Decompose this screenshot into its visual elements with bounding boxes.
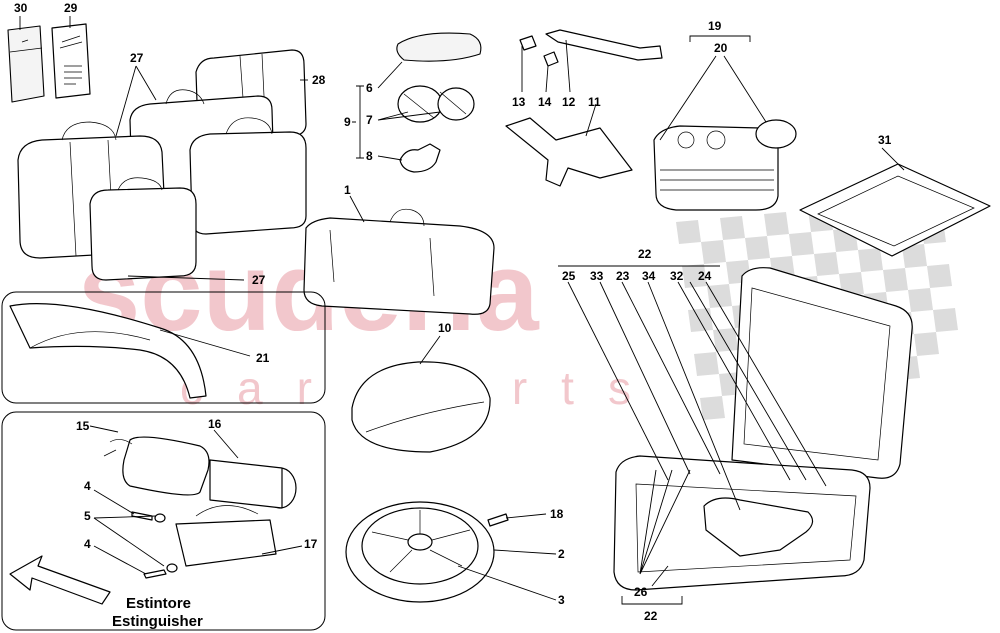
screw-4a: [131, 511, 153, 521]
label-30: 30: [14, 1, 28, 15]
luggage-set: [17, 49, 307, 281]
label-11: 11: [588, 95, 601, 109]
crank-12: [545, 29, 663, 61]
label-3: 3: [558, 593, 565, 607]
checker-square: [814, 252, 839, 276]
checker-square: [700, 396, 725, 420]
extinguisher-15: [103, 436, 210, 496]
glove-34: [703, 497, 814, 557]
checker-square: [883, 268, 908, 292]
checker-square: [682, 264, 707, 288]
label-27-top: 27: [130, 51, 144, 65]
checker-square: [694, 352, 719, 376]
label-19: 19: [708, 19, 722, 33]
holder-16: [209, 459, 297, 509]
checker-square: [713, 328, 738, 352]
label-6: 6: [366, 81, 373, 95]
extinguisher-panel: [1, 411, 326, 631]
checker-square: [902, 244, 927, 268]
extinguisher-caption: Estintore Estinguisher: [112, 595, 203, 630]
tray-31: [799, 163, 991, 257]
label-25: 25: [562, 269, 576, 283]
bracket-17: [175, 505, 277, 567]
checker-square: [764, 212, 789, 236]
checker-square: [914, 332, 939, 356]
label-34: 34: [642, 269, 656, 283]
valve-18: [487, 513, 509, 527]
tool-bag-1: [303, 208, 495, 315]
label-4-bottom: 4: [84, 537, 91, 551]
washer-5: [154, 513, 178, 573]
checker-square: [676, 220, 701, 244]
label-1: 1: [344, 183, 351, 197]
checker-square: [858, 248, 883, 272]
label-29: 29: [64, 1, 78, 15]
label-23: 23: [616, 269, 630, 283]
part-labels: 30 29 27 28 27 6 9 7 8 1 13 14 12 11 19 …: [14, 1, 892, 623]
caption-english: Estinguisher: [112, 613, 203, 630]
label-9: 9: [344, 115, 351, 129]
label-4-top: 4: [84, 479, 91, 493]
label-26: 26: [634, 585, 648, 599]
label-18: 18: [550, 507, 564, 521]
label-15: 15: [76, 419, 90, 433]
checker-square: [789, 232, 814, 256]
protectors-7: [397, 85, 475, 123]
gloves-8: [399, 143, 441, 173]
label-8: 8: [366, 149, 373, 163]
compressor-kit: [653, 119, 797, 211]
tyre-cover-10: [351, 361, 491, 453]
cover-6: [396, 32, 482, 62]
travel-bag-right: [189, 131, 307, 235]
checker-square: [839, 272, 864, 296]
document-pouch-30: [7, 25, 45, 103]
label-28: 28: [312, 73, 326, 87]
screw-4b: [143, 569, 167, 579]
spare-wheel: [345, 501, 509, 603]
checker-square: [927, 264, 952, 288]
checker-square: [701, 240, 726, 264]
checker-square: [688, 308, 713, 332]
tool-case: [613, 267, 913, 591]
label-22-top: 22: [638, 247, 652, 261]
label-21: 21: [256, 351, 270, 365]
label-20: 20: [714, 41, 728, 55]
label-2: 2: [558, 547, 565, 561]
leader-lines: [19, 16, 905, 605]
jack-assembly: [505, 29, 663, 187]
checker-square: [707, 284, 732, 308]
checker-square: [745, 236, 770, 260]
socket-14: [543, 51, 559, 67]
label-17: 17: [304, 537, 318, 551]
label-16: 16: [208, 417, 222, 431]
socket-13: [519, 35, 537, 51]
detail-panel-21: [1, 291, 326, 404]
checker-square: [933, 308, 958, 332]
label-10: 10: [438, 321, 452, 335]
label-12: 12: [562, 95, 576, 109]
label-31: 31: [878, 133, 892, 147]
label-33: 33: [590, 269, 604, 283]
label-27-bottom: 27: [252, 273, 266, 287]
label-14: 14: [538, 95, 552, 109]
roof-detail-21: [9, 303, 207, 399]
jack-11: [505, 117, 633, 187]
label-24: 24: [698, 269, 712, 283]
small-bag: [89, 187, 197, 281]
label-7: 7: [366, 113, 373, 127]
label-13: 13: [512, 95, 526, 109]
checker-square: [908, 288, 933, 312]
label-22-bottom: 22: [644, 609, 658, 623]
label-5: 5: [84, 509, 91, 523]
document-pouch-29: [51, 23, 91, 99]
caption-italian: Estintore: [126, 595, 191, 612]
arrow-icon: [9, 555, 111, 605]
label-32: 32: [670, 269, 684, 283]
checker-square: [720, 216, 745, 240]
